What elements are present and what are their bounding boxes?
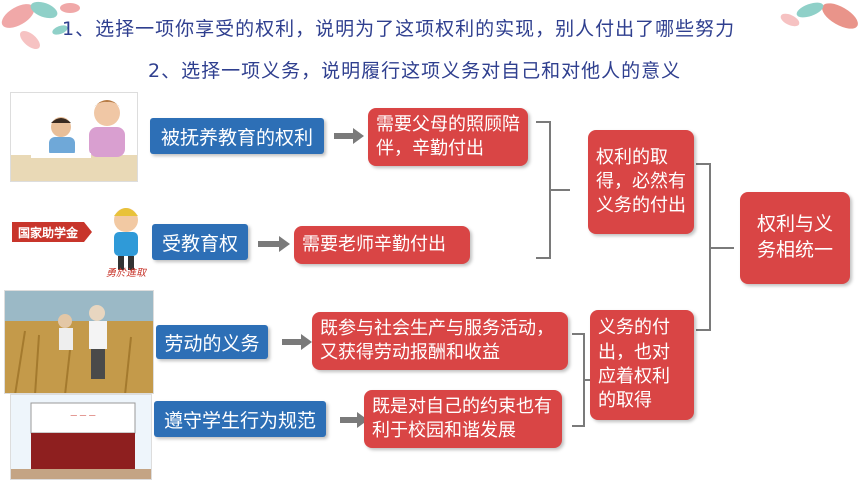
final-summary-box: 权利与义务相统一 xyxy=(740,192,850,284)
leaf-decoration-right xyxy=(780,2,858,29)
leaf-decoration-left xyxy=(1,1,80,49)
photo-harvest xyxy=(4,290,154,394)
photo-parent-tutoring xyxy=(10,92,138,182)
study-caption: 勇於進取 xyxy=(106,268,146,279)
conduct-meaning-box: 既是对自己的约束也有利于校园和谐发展 xyxy=(364,390,562,448)
right-education-box: 受教育权 xyxy=(152,224,248,260)
duty-conduct-box: 遵守学生行为规范 xyxy=(154,401,326,437)
teacher-effort-box: 需要老师辛勤付出 xyxy=(294,226,470,264)
arrow-row-2 xyxy=(258,236,290,252)
duty-labor-box: 劳动的义务 xyxy=(156,325,268,359)
photo-student-aid: 国家助学金 勇於進取 xyxy=(10,198,148,280)
labor-meaning-box: 既参与社会生产与服务活动，又获得劳动报酬和收益 xyxy=(312,312,568,370)
right-upbringing-box: 被抚养教育的权利 xyxy=(150,118,324,154)
question-1: 1、选择一项你享受的权利，说明为了这项权利的实现，别人付出了哪些努力 xyxy=(62,18,736,40)
svg-text:— — —: — — — xyxy=(70,411,95,419)
rights-summary-box: 权利的取得，必然有义务的付出 xyxy=(588,130,694,234)
bracket-rights xyxy=(536,121,570,259)
photo-school-stage: — — — xyxy=(10,394,152,480)
duties-summary-box: 义务的付出，也对应着权利的取得 xyxy=(590,310,694,420)
bracket-final xyxy=(696,163,734,331)
arrow-row-1 xyxy=(334,128,364,144)
question-2: 2、选择一项义务，说明履行这项义务对自己和对他人的意义 xyxy=(148,60,682,82)
parents-effort-box: 需要父母的照顾陪伴，辛勤付出 xyxy=(368,108,528,166)
arrow-row-4 xyxy=(340,412,368,428)
arrow-row-3 xyxy=(282,334,312,350)
student-aid-badge-text: 国家助学金 xyxy=(18,226,79,240)
